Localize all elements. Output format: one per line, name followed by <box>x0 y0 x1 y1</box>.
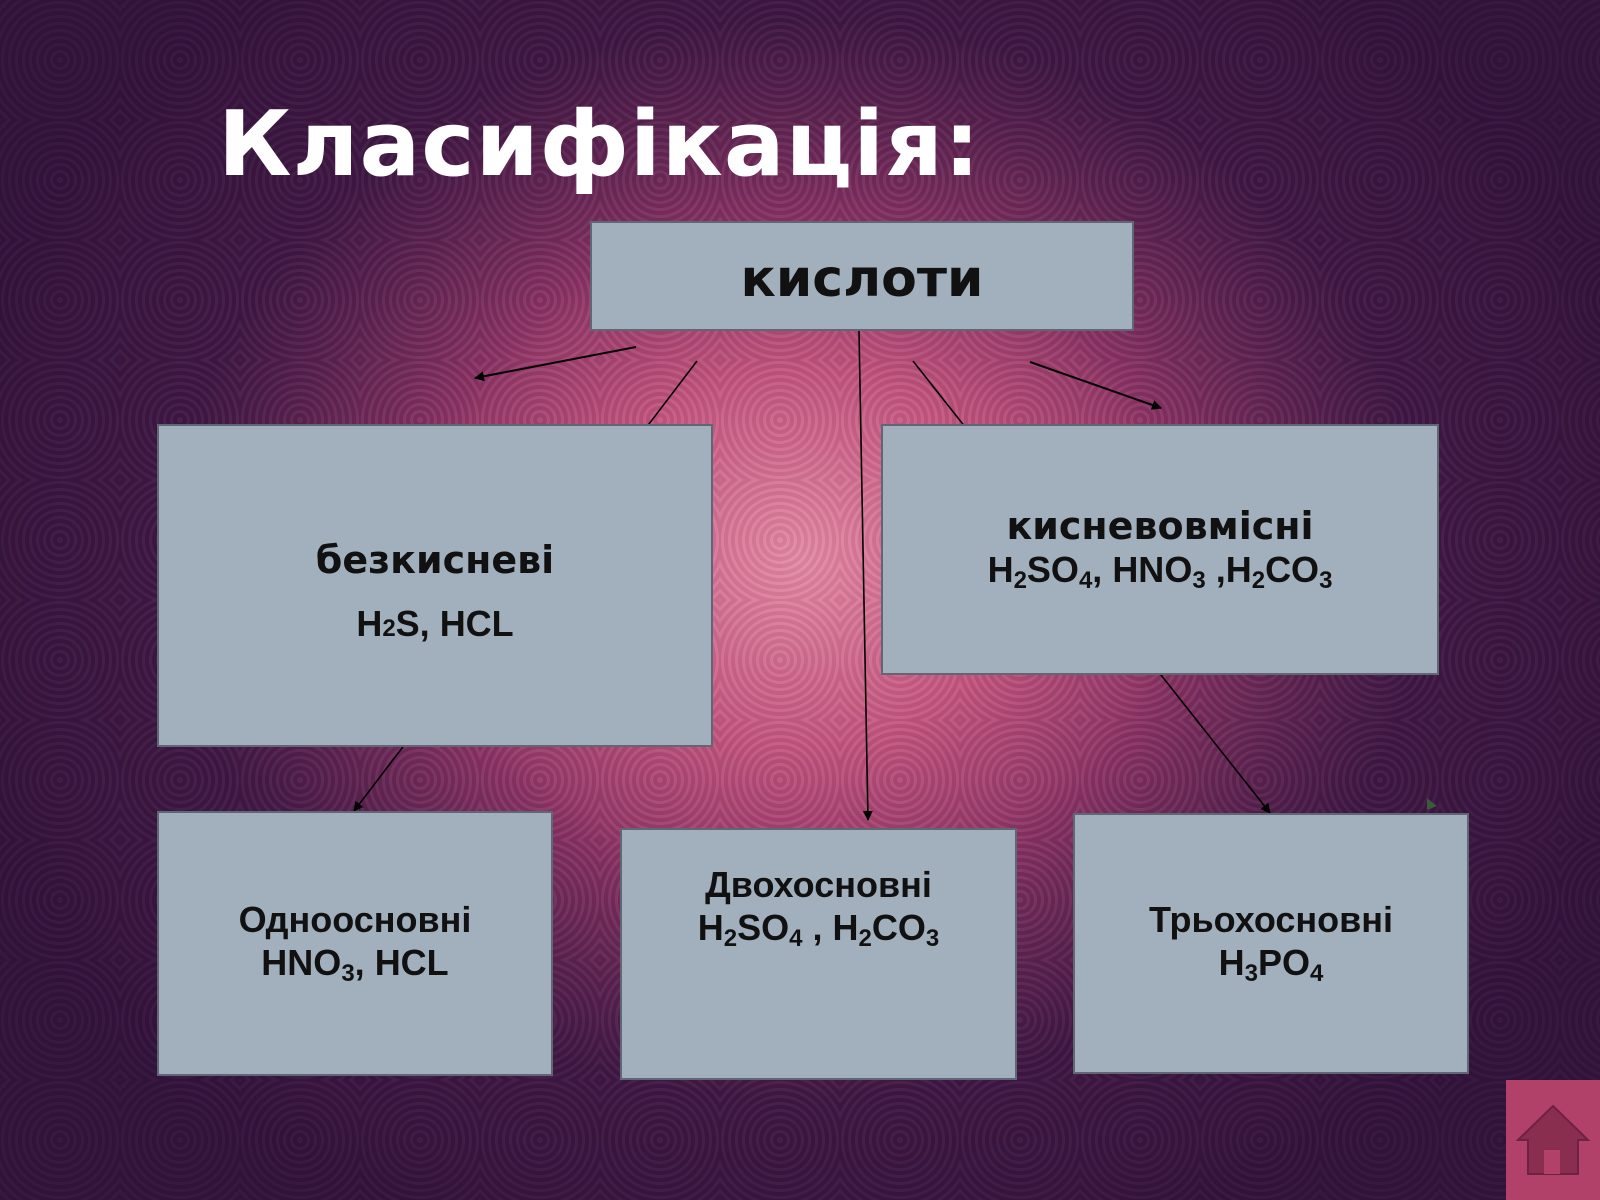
acids-root-box: кислоти <box>590 221 1134 331</box>
dibasic-acids-box: Двохосновні H2SO4 , H2CO3 <box>620 828 1017 1080</box>
oxygen-containing-acids-box: кисневовмісні H2SO4, HNO3 ,H2CO3 <box>881 424 1439 675</box>
home-icon <box>1515 1104 1591 1175</box>
oxygen-containing-label: кисневовмісні <box>1006 504 1314 548</box>
monobasic-formulas: HNO3, HCL <box>261 941 449 987</box>
oxygen-free-acids-box: безкисневі H2S, HCL <box>157 424 713 747</box>
acids-root-label: кислоти <box>740 249 984 309</box>
slide-title: Класифікація: <box>218 92 981 197</box>
tribasic-formulas: H3PO4 <box>1218 941 1324 987</box>
home-button[interactable] <box>1506 1080 1600 1200</box>
dibasic-formulas: H2SO4 , H2CO3 <box>697 907 940 952</box>
tribasic-label: Трьохосновні <box>1148 898 1394 940</box>
tribasic-acids-box: Трьохосновні H3PO4 <box>1073 813 1469 1074</box>
oxygen-containing-formulas: H2SO4, HNO3 ,H2CO3 <box>987 549 1333 594</box>
monobasic-label: Одноосновні <box>238 898 472 940</box>
oxygen-free-label: безкисневі <box>315 537 555 582</box>
oxygen-free-formulas: H2S, HCL <box>356 602 514 644</box>
monobasic-acids-box: Одноосновні HNO3, HCL <box>157 811 553 1076</box>
dibasic-label: Двохосновні <box>705 864 932 905</box>
